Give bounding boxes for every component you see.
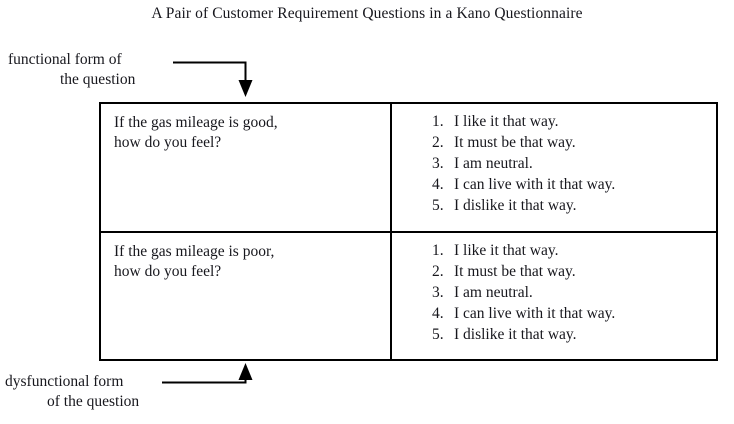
answer-text: I can live with it that way. xyxy=(454,304,616,322)
answer-text: I am neutral. xyxy=(454,283,533,301)
list-item: 5. I dislike it that way. xyxy=(432,195,716,216)
dysfunctional-answer-list: 1. I like it that way. 2. It must be tha… xyxy=(392,233,716,345)
functional-form-label-line2: the question xyxy=(60,71,136,88)
questionnaire-table: If the gas mileage is good, how do you f… xyxy=(99,102,718,361)
answer-number: 1. xyxy=(432,113,444,130)
answer-number: 4. xyxy=(432,304,444,322)
answer-text: I like it that way. xyxy=(454,113,559,130)
dysfunctional-leader xyxy=(162,363,253,384)
answer-text: It must be that way. xyxy=(454,262,576,280)
dysfunctional-question-line2: how do you feel? xyxy=(114,262,222,280)
functional-question-line2: how do you feel? xyxy=(114,134,222,151)
answer-text: I am neutral. xyxy=(454,155,533,172)
answer-text: I dislike it that way. xyxy=(454,197,577,214)
answer-text: It must be that way. xyxy=(454,134,576,151)
dysfunctional-question-line1: If the gas mileage is poor, xyxy=(114,242,275,260)
dysfunctional-form-label-line2: of the question xyxy=(47,393,140,410)
list-item: 1. I like it that way. xyxy=(432,111,716,132)
functional-question-line1: If the gas mileage is good, xyxy=(114,114,278,131)
answer-number: 3. xyxy=(432,155,444,172)
table-row: If the gas mileage is good, how do you f… xyxy=(99,102,718,233)
list-item: 4. I can live with it that way. xyxy=(432,303,716,324)
list-item: 4. I can live with it that way. xyxy=(432,174,716,195)
answer-text: I dislike it that way. xyxy=(454,325,577,343)
down-arrow-icon xyxy=(238,80,253,97)
list-item: 1. I like it that way. xyxy=(432,240,716,261)
list-item: 2. It must be that way. xyxy=(432,132,716,153)
up-arrow-icon xyxy=(238,363,253,380)
dysfunctional-form-label: dysfunctional form of the question xyxy=(5,372,139,412)
dysfunctional-question-text: If the gas mileage is poor, how do you f… xyxy=(101,233,390,282)
dysfunctional-answers-cell: 1. I like it that way. 2. It must be tha… xyxy=(390,230,718,361)
answer-number: 3. xyxy=(432,283,444,301)
functional-question-cell: If the gas mileage is good, how do you f… xyxy=(99,102,392,233)
answer-text: I can live with it that way. xyxy=(454,176,616,193)
list-item: 3. I am neutral. xyxy=(432,153,716,174)
functional-form-label: functional form of the question xyxy=(8,50,135,90)
functional-question-text: If the gas mileage is good, how do you f… xyxy=(101,104,390,153)
answer-number: 4. xyxy=(432,176,444,193)
answer-number: 2. xyxy=(432,134,444,151)
answer-number: 2. xyxy=(432,262,444,280)
dysfunctional-form-label-line1: dysfunctional form xyxy=(5,373,124,390)
list-item: 3. I am neutral. xyxy=(432,282,716,303)
list-item: 2. It must be that way. xyxy=(432,261,716,282)
functional-answer-list: 1. I like it that way. 2. It must be tha… xyxy=(392,104,716,216)
answer-text: I like it that way. xyxy=(454,241,559,259)
table-row: If the gas mileage is poor, how do you f… xyxy=(99,230,718,361)
answer-number: 1. xyxy=(432,241,444,259)
functional-form-label-line1: functional form of xyxy=(8,51,122,68)
answer-number: 5. xyxy=(432,325,444,343)
functional-answers-cell: 1. I like it that way. 2. It must be tha… xyxy=(390,102,718,233)
dysfunctional-question-cell: If the gas mileage is poor, how do you f… xyxy=(99,230,392,361)
answer-number: 5. xyxy=(432,197,444,214)
functional-leader xyxy=(173,61,253,97)
page-title: A Pair of Customer Requirement Questions… xyxy=(151,5,583,22)
list-item: 5. I dislike it that way. xyxy=(432,324,716,345)
